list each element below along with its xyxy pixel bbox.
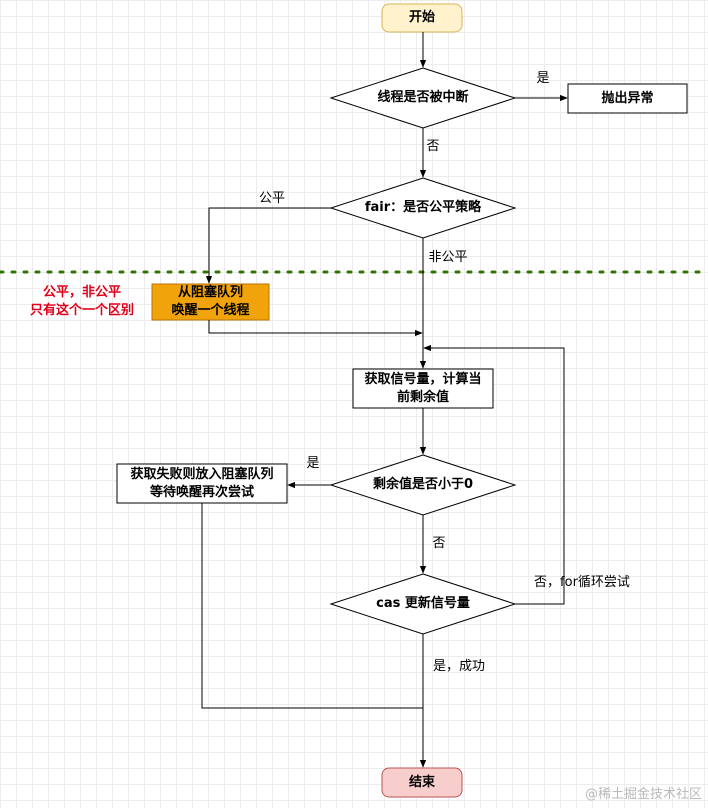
edge-cas-retry-loop — [423, 344, 565, 605]
interrupt-no-label: 否 — [426, 139, 440, 154]
fair-difference-note: 公平，非公平 只有这个一个区别 — [29, 285, 134, 318]
start-node-label: 开始 — [408, 10, 435, 25]
start-node — [381, 3, 463, 33]
cas-retry-label: 否，for循环尝试 — [534, 575, 630, 590]
fair-check-label: fair：是否公平策略 — [364, 200, 482, 215]
wake-thread-node — [151, 283, 270, 321]
fail-block-label: 获取失败则放入阻塞队列 等待唤醒再次尝试 — [130, 466, 274, 500]
throw-exception-label: 抛出异常 — [601, 90, 654, 106]
acquire-calc-label: 获取信号量，计算当 前剩余值 — [364, 371, 482, 405]
edge-wake-to-main — [208, 320, 423, 337]
fail-block-node — [116, 463, 288, 504]
edge-fair-to-wake — [205, 207, 331, 284]
throw-exception-node — [567, 83, 688, 114]
watermark: @稀土掘金技术社区 — [584, 787, 702, 802]
remaining-no-label: 否 — [432, 536, 446, 551]
end-node — [381, 767, 463, 798]
fair-yes-label: 公平 — [258, 191, 285, 206]
remaining-check-label: 剩余值是否小于0 — [372, 477, 474, 492]
wake-thread-label: 从阻塞队列 唤醒一个线程 — [171, 285, 250, 318]
end-node-label: 结束 — [408, 774, 435, 790]
fair-no-label: 非公平 — [428, 250, 468, 265]
cas-update-label: cas 更新信号量 — [376, 596, 470, 611]
interrupt-yes-label: 是 — [536, 71, 550, 86]
cas-success-label: 是，成功 — [432, 659, 485, 674]
edge-fail-to-merge — [201, 503, 423, 709]
remaining-yes-label: 是 — [306, 456, 320, 471]
check-interrupt-label: 线程是否被中断 — [377, 90, 469, 105]
